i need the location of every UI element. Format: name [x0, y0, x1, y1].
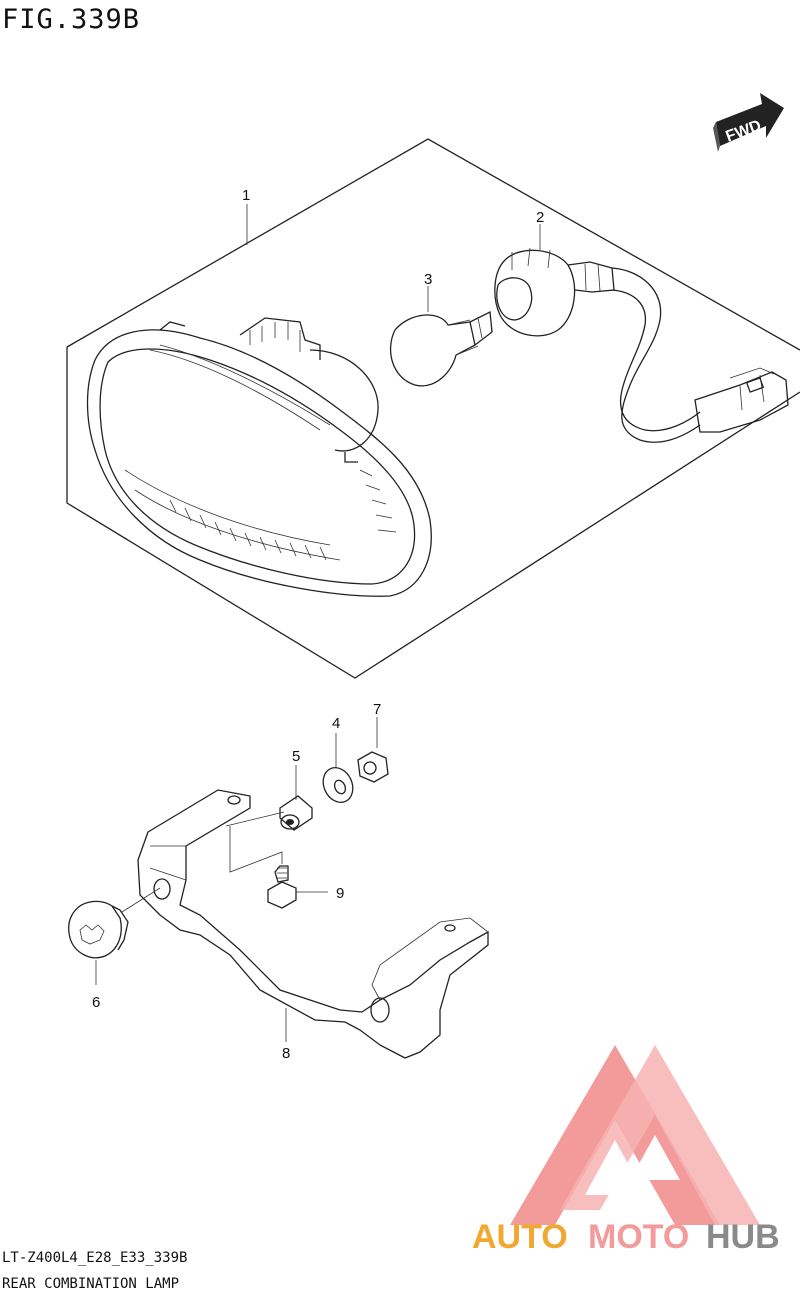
bulb-socket-harness [494, 247, 789, 443]
nut [357, 751, 389, 783]
figure-title: FIG.339B [2, 4, 141, 35]
assembly-box-outline [66, 138, 800, 679]
assembly-name: REAR COMBINATION LAMP [2, 1276, 180, 1292]
forward-arrow-icon: FWD [713, 93, 784, 152]
automotohub-logo [510, 1045, 760, 1225]
part-number-4: 4 [332, 715, 340, 732]
part-number-1: 1 [242, 187, 250, 204]
spacer-collar [279, 795, 313, 831]
part-number-2: 2 [536, 209, 544, 226]
watermark-auto: AUTO [472, 1218, 568, 1256]
washer [322, 766, 354, 804]
watermark-text: AUTO MOTO HUB [472, 1218, 780, 1256]
grommet-nut [68, 900, 129, 959]
part-number-3: 3 [424, 271, 432, 288]
rear-lamp-housing [86, 317, 432, 597]
part-number-8: 8 [282, 1045, 290, 1062]
part-number-9: 9 [336, 885, 344, 902]
part-number-7: 7 [373, 701, 381, 718]
watermark-hub: HUB [706, 1218, 780, 1256]
bulb [389, 310, 493, 387]
model-code: LT-Z400L4_E28_E33_339B [2, 1250, 188, 1266]
watermark-moto: MOTO [588, 1218, 689, 1256]
part-number-6: 6 [92, 994, 100, 1011]
bolt [267, 865, 297, 909]
lamp-bracket [137, 789, 489, 1059]
part-number-5: 5 [292, 748, 300, 765]
